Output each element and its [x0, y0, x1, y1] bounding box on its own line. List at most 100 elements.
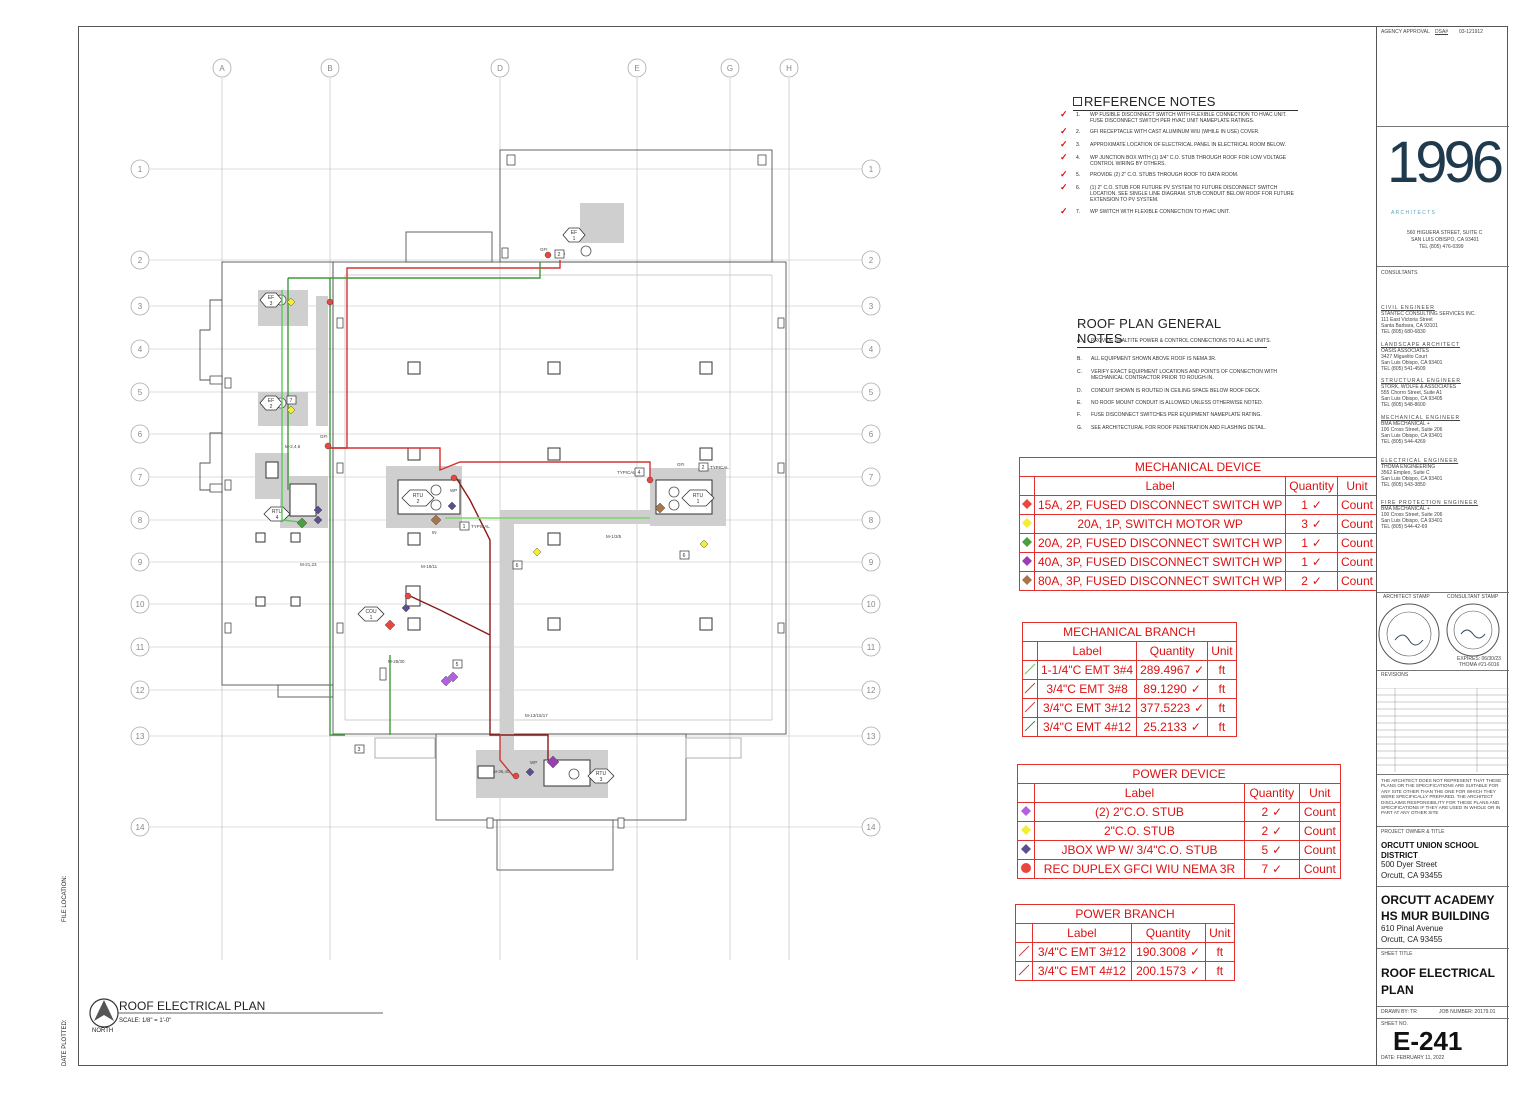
quantity-check-icon: ✓	[1194, 701, 1205, 715]
row-unit: Count	[1336, 552, 1378, 572]
agency-approval-label: AGENCY APPROVAL	[1381, 29, 1430, 35]
general-note-letter: G.	[1077, 425, 1083, 431]
consultant-address-1: 555 Chorro Street, Suite A1	[1381, 390, 1443, 396]
consultant-phone: TEL (805) 543-3850	[1381, 482, 1426, 488]
grid-row-6-left: 6	[138, 430, 143, 439]
rtu-4-tag: RTU	[272, 509, 283, 515]
row-label: 3/4"C EMT 3#8	[1036, 679, 1138, 699]
diamond-symbol-icon	[1022, 498, 1032, 509]
project-name-1: ORCUTT ACADEMY	[1381, 893, 1495, 907]
grid-row-8-left: 8	[138, 516, 143, 525]
quantity-check-icon: ✓	[1194, 663, 1205, 677]
row-unit: Count	[1298, 859, 1342, 879]
consultant-address-1: 111 East Victoria Street	[1381, 317, 1433, 323]
row-quantity-value: 89.1290	[1143, 682, 1187, 696]
consultant-address-1: 3427 Miguelito Court	[1381, 354, 1428, 360]
sheet-title-label: SHEET TITLE	[1381, 951, 1413, 957]
general-note-letter: A.	[1077, 338, 1082, 344]
typical-label-1: TYPICAL	[617, 470, 636, 475]
row-quantity: 377.5223✓	[1136, 698, 1209, 718]
legend-symbol	[1017, 802, 1035, 822]
line-symbol-icon	[1024, 663, 1036, 674]
quantity-check-icon: ✓	[1272, 862, 1283, 876]
general-note-text: CONDUIT SHOWN IS ROUTED IN CEILING SPACE…	[1091, 388, 1261, 394]
row-label: (2) 2"C.O. STUB	[1034, 802, 1245, 822]
row-label: 2"C.O. STUB	[1034, 821, 1245, 841]
firm-phone: TEL (805) 476-0399	[1419, 244, 1464, 250]
consultants-label: CONSULTANTS	[1381, 270, 1418, 276]
dsa-label: DSA#	[1435, 29, 1449, 35]
cou-num: 1	[370, 615, 373, 621]
rtu-3-num: 3	[600, 777, 603, 783]
row-quantity-value: 190.3008	[1136, 945, 1187, 959]
row-quantity: 89.1290✓	[1136, 679, 1209, 699]
mechanical-device-title: MECHANICAL DEVICE	[1019, 457, 1377, 477]
revisions-grid	[1377, 688, 1509, 772]
consultant-address-1: 100 Cross Street, Suite 206	[1381, 427, 1443, 433]
consultant-role: ELECTRICAL ENGINEER	[1381, 458, 1459, 464]
gfi-label-2: GFI	[320, 434, 328, 439]
general-notes-title: ROOF PLAN GENERAL NOTES	[1077, 316, 1267, 348]
legend-symbol	[1017, 821, 1035, 841]
grid-row-9-left: 9	[138, 558, 143, 567]
tag-5a: 5	[456, 662, 459, 668]
firm-address-2: SAN LUIS OBISPO, CA 93401	[1411, 237, 1480, 243]
m-21-23-label: M-21,23	[300, 562, 317, 567]
row-quantity-value: 2	[1261, 805, 1269, 819]
row-unit: Count	[1336, 514, 1378, 534]
owner-address-1: 500 Dyer Street	[1381, 860, 1438, 869]
row-label: 15A, 2P, FUSED DISCONNECT SWITCH WP	[1033, 495, 1287, 515]
typical-label-3: TYPICAL	[471, 524, 490, 529]
m-2-4-6-label: M-2,4,6	[285, 444, 301, 449]
consultant-name: OASIS ASSOCIATES	[1381, 348, 1429, 354]
row-quantity-value: 1	[1301, 555, 1308, 569]
owner-name-1: ORCUTT UNION SCHOOL	[1381, 841, 1479, 850]
conduit-runs	[281, 260, 651, 779]
row-quantity: 1✓	[1285, 495, 1338, 515]
consultant-phone: TEL (805) 541-4509	[1381, 366, 1426, 372]
row-quantity-value: 5	[1261, 843, 1269, 857]
grid-col-b: B	[327, 64, 332, 73]
legend-symbol	[1019, 533, 1035, 553]
consultant-address-2: San Luis Obispo, CA 93401	[1381, 360, 1443, 366]
grid-col-d: D	[497, 64, 503, 73]
rtu-2-tag: RTU	[413, 493, 424, 499]
reference-note-text: WP JUNCTION BOX WITH (1) 3/4" C.O. STUB …	[1090, 155, 1287, 167]
quantity-check-icon: ✓	[1190, 964, 1201, 978]
grid-row-13-left: 13	[136, 732, 145, 741]
consultant-phone: TEL (805) 544-4269	[1381, 439, 1426, 445]
reference-note-text: GFI RECEPTACLE WITH CAST ALUMINUM WIU (W…	[1090, 129, 1260, 135]
row-label: 3/4"C EMT 3#12	[1036, 698, 1138, 718]
grid-row-5-left: 5	[138, 388, 143, 397]
row-label: 20A, 1P, SWITCH MOTOR WP	[1033, 514, 1287, 534]
tag-4a: 4	[638, 470, 641, 476]
sheet-title-1: ROOF ELECTRICAL	[1381, 966, 1495, 980]
project-address-2: Orcutt, CA 93455	[1381, 935, 1443, 944]
row-quantity: 7✓	[1243, 859, 1300, 879]
reference-note-number: 1.	[1076, 112, 1081, 118]
rtu-1-tag: RTU	[693, 493, 704, 499]
column-header: Unit	[1336, 476, 1378, 496]
row-unit: ft	[1204, 942, 1236, 962]
ef-1-num: 1	[573, 236, 576, 242]
column-header: Quantity	[1136, 641, 1209, 661]
reference-notes-title: REFERENCE NOTES	[1073, 94, 1298, 111]
legend-symbol	[1019, 514, 1035, 534]
line-symbol-icon	[1024, 682, 1036, 693]
row-label: 40A, 3P, FUSED DISCONNECT SWITCH WP	[1033, 552, 1287, 572]
symbol-header	[1015, 923, 1033, 943]
grid-row-14-left: 14	[136, 823, 145, 832]
power-device-title: POWER DEVICE	[1017, 764, 1341, 784]
grid-row-10-left: 10	[136, 600, 145, 609]
grid-column-bubbles	[212, 58, 799, 78]
firm-architects: A R C H I T E C T S	[1391, 210, 1435, 216]
general-note-letter: C.	[1077, 369, 1082, 375]
consultant-address-2: San Luis Obispo, CA 93405	[1381, 396, 1443, 402]
